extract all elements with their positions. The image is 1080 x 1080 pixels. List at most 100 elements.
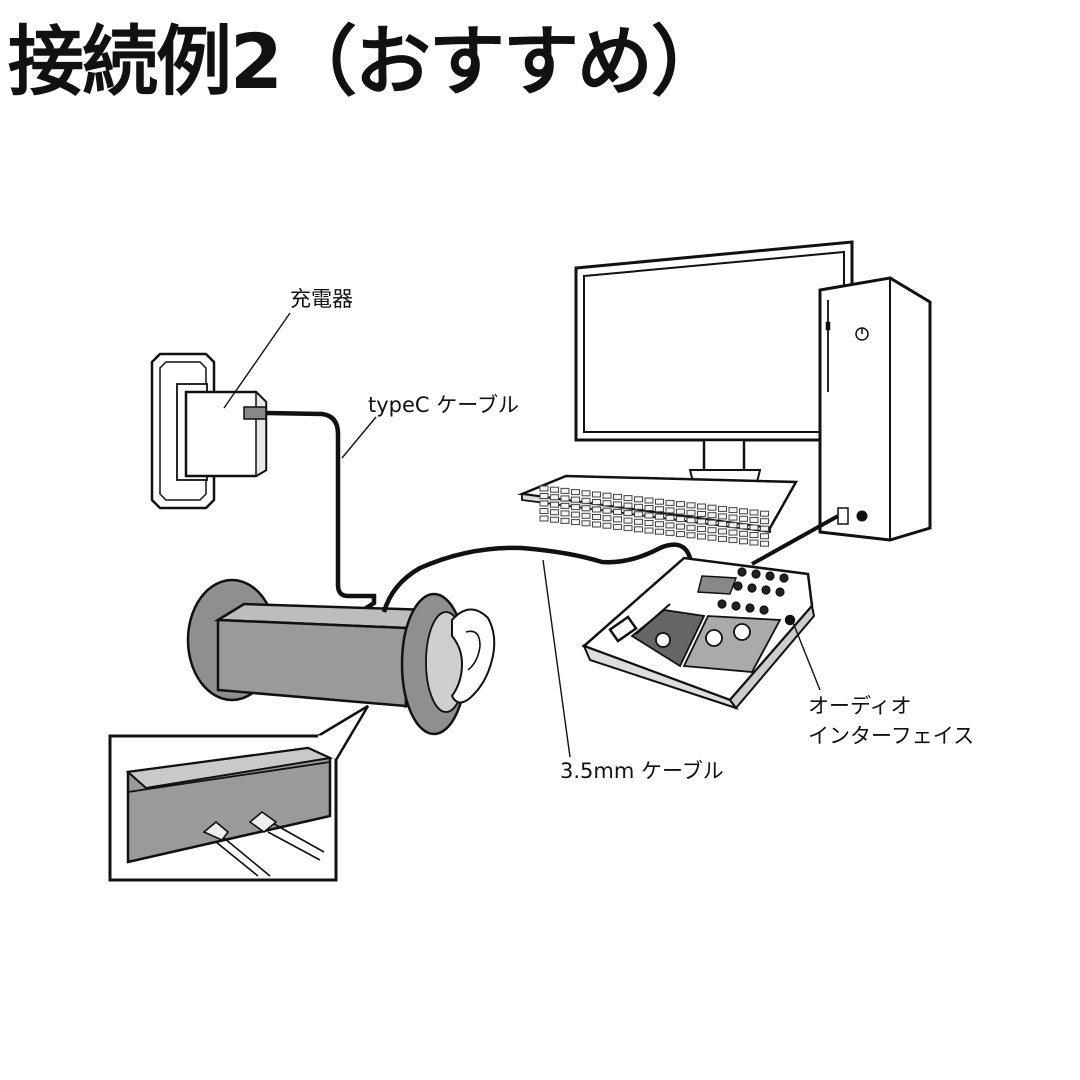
keyboard-key: [581, 505, 591, 512]
knob-icon: [731, 601, 741, 611]
keyboard-key: [550, 494, 559, 501]
keyboard-key: [749, 539, 759, 546]
keyboard-key: [581, 490, 591, 497]
audio-interface-label-line2: インターフェイス: [808, 724, 975, 748]
mm35-cable-label: 3.5mm ケーブル: [560, 759, 724, 783]
knob-icon: [747, 583, 757, 593]
keyboard-key: [728, 507, 738, 514]
keyboard-key: [539, 500, 549, 507]
knob-icon: [737, 567, 747, 577]
keyboard-key: [749, 532, 759, 538]
keyboard-key: [697, 503, 706, 510]
keyboard-key: [571, 504, 580, 511]
ear-icon: [450, 608, 496, 704]
keyboard-key: [634, 511, 643, 518]
keyboard-key: [676, 531, 685, 538]
keyboard-key: [686, 509, 696, 516]
keyboard-key: [550, 509, 559, 516]
keyboard-key: [686, 517, 696, 524]
keyboard-key: [550, 516, 559, 523]
keyboard-key: [560, 517, 570, 524]
keyboard-key: [749, 524, 759, 531]
keyboard-key: [718, 505, 727, 512]
plug-typec: [248, 810, 278, 834]
keyboard-key: [571, 496, 580, 503]
keyboard-key: [739, 538, 748, 545]
keyboard-key: [613, 508, 622, 515]
keyboard-key: [602, 492, 612, 499]
pc-tower: [818, 276, 932, 542]
charger-label: 充電器: [290, 287, 353, 311]
keyboard-key: [592, 521, 601, 528]
charger: [184, 390, 268, 478]
keyboard-key: [718, 520, 727, 527]
keyboard-key: [655, 513, 664, 520]
keyboard-key: [665, 499, 675, 506]
keyboard-key: [613, 493, 622, 500]
plug-35mm: [202, 820, 230, 841]
knob-icon: [745, 603, 755, 613]
keyboard-key: [560, 495, 570, 502]
keyboard-key: [581, 497, 591, 504]
keyboard-key: [665, 529, 675, 536]
keyboard-key: [728, 529, 738, 536]
keyboard-key: [623, 502, 633, 509]
keyboard-key: [602, 507, 612, 514]
keyboard: [517, 474, 799, 547]
keyboard-key: [644, 512, 654, 519]
typec-cable: [265, 410, 377, 614]
keyboard-key: [686, 524, 696, 531]
keyboard-key: [644, 527, 654, 534]
keyboard-key: [634, 503, 643, 510]
keyboard-key: [665, 514, 675, 521]
keyboard-key: [634, 526, 643, 533]
mm35-leader-line: [542, 559, 571, 758]
keyboard-key: [760, 510, 769, 517]
keyboard-key: [707, 504, 717, 511]
keyboard-key: [707, 534, 717, 541]
keyboard-key: [697, 533, 706, 540]
keyboard-key: [655, 521, 664, 528]
page-title: 接続例2（おすすめ）: [8, 17, 727, 106]
keyboard-key: [655, 498, 664, 505]
keyboard-key: [697, 518, 706, 525]
keyboard-key: [676, 508, 685, 515]
keyboard-key: [697, 511, 706, 517]
keyboard-key: [623, 525, 633, 532]
keyboard-key: [739, 530, 748, 537]
audio-interface: [581, 556, 816, 710]
keyboard-key: [550, 486, 559, 493]
zoom-callout: [108, 704, 370, 882]
keyboard-key: [613, 523, 622, 530]
knob-icon: [775, 587, 785, 597]
knob-icon: [761, 585, 771, 595]
keyboard-key: [697, 526, 706, 532]
keyboard-key: [613, 516, 622, 523]
keyboard-key: [718, 528, 727, 535]
keyboard-key: [760, 540, 769, 547]
keyboard-key: [686, 502, 696, 509]
keyboard-key: [602, 500, 612, 507]
keyboard-key: [676, 501, 685, 508]
keyboard-key: [655, 506, 664, 513]
keyboard-key: [739, 515, 748, 522]
keyboard-key: [539, 508, 549, 514]
charger-leader-line: [223, 312, 291, 409]
keyboard-key: [539, 493, 549, 499]
monitor: [574, 240, 854, 487]
typec-cable-label: typeC ケーブル: [368, 393, 519, 417]
keyboard-key: [665, 507, 675, 514]
typec-leader-line: [341, 416, 377, 459]
keyboard-key: [739, 508, 748, 515]
keyboard-key: [560, 502, 570, 509]
keyboard-key: [728, 537, 738, 544]
keyboard-key: [560, 487, 570, 494]
keyboard-key: [644, 520, 654, 526]
keyboard-key: [623, 517, 633, 524]
keyboard-key: [760, 525, 769, 532]
keyboard-key: [707, 527, 717, 534]
keyboard-key: [571, 489, 580, 496]
keyboard-key: [634, 496, 643, 503]
keyboard-key: [665, 522, 675, 529]
